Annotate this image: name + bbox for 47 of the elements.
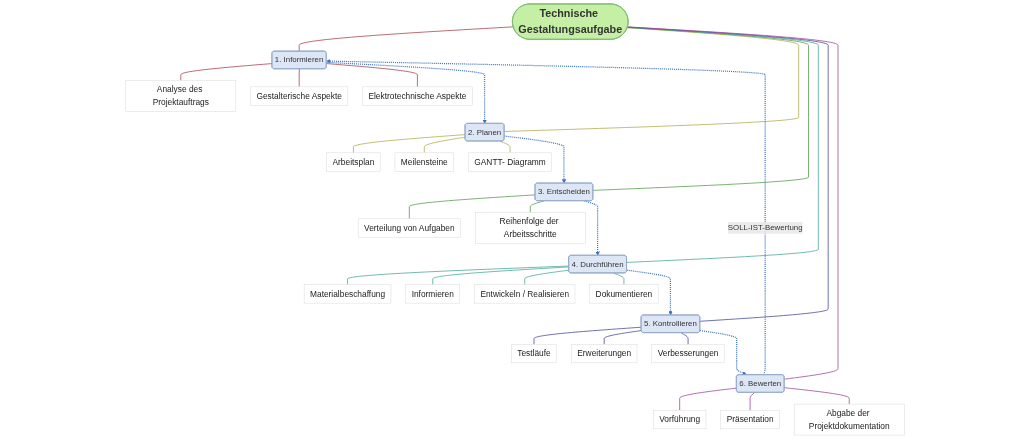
connector	[680, 332, 689, 345]
node-box: Abgabe der Projektdokumentation	[793, 403, 905, 436]
node-box: Reihenfolge der Arbeitsschritte	[475, 212, 586, 244]
connector	[499, 140, 511, 154]
connector	[592, 27, 809, 191]
connector	[408, 194, 536, 220]
node-box: Verbesserungen	[651, 344, 725, 364]
node-box: Analyse des Projektauftrags	[125, 80, 237, 112]
arrow	[699, 329, 747, 376]
connector	[626, 26, 819, 263]
connector	[432, 266, 570, 286]
arrow	[325, 61, 487, 124]
connector	[524, 269, 570, 286]
arrow	[626, 269, 673, 316]
node-box: Meilensteine	[394, 152, 454, 172]
connector	[298, 26, 514, 52]
connector	[749, 392, 755, 411]
connector	[326, 63, 418, 88]
node-box: Gestalterische Aspekte	[250, 86, 349, 106]
node-box: Vorführung	[653, 410, 707, 430]
connector	[347, 265, 570, 286]
node-box: Arbeitsplan	[326, 152, 381, 172]
connector	[613, 272, 625, 286]
node-box: GANTT- Diagramm	[468, 152, 552, 172]
connector	[503, 27, 800, 132]
connector	[533, 326, 642, 345]
connector	[353, 134, 466, 154]
arrow	[583, 200, 600, 256]
node-box: Testläufe	[511, 344, 557, 364]
node-box: Dokumentieren	[589, 284, 659, 304]
connector	[627, 26, 839, 380]
node-box: Informieren	[405, 284, 460, 304]
connector	[603, 330, 642, 345]
node-box: Entwickeln / Realisieren	[474, 284, 576, 304]
node-box: Verteilung von Aufgaben	[357, 218, 461, 238]
connector	[423, 136, 466, 154]
connector	[784, 387, 850, 405]
arrow	[503, 135, 567, 184]
connector	[180, 63, 273, 81]
connector	[679, 387, 737, 411]
node-box: Präsentation	[720, 410, 780, 430]
connector	[529, 200, 545, 213]
node-box: Materialbeschaffung	[303, 284, 392, 304]
connector	[298, 68, 300, 88]
node-box: Erweiterungen	[571, 344, 638, 364]
node-box: Elektrotechnische Aspekte	[362, 86, 473, 106]
connector	[627, 26, 829, 322]
